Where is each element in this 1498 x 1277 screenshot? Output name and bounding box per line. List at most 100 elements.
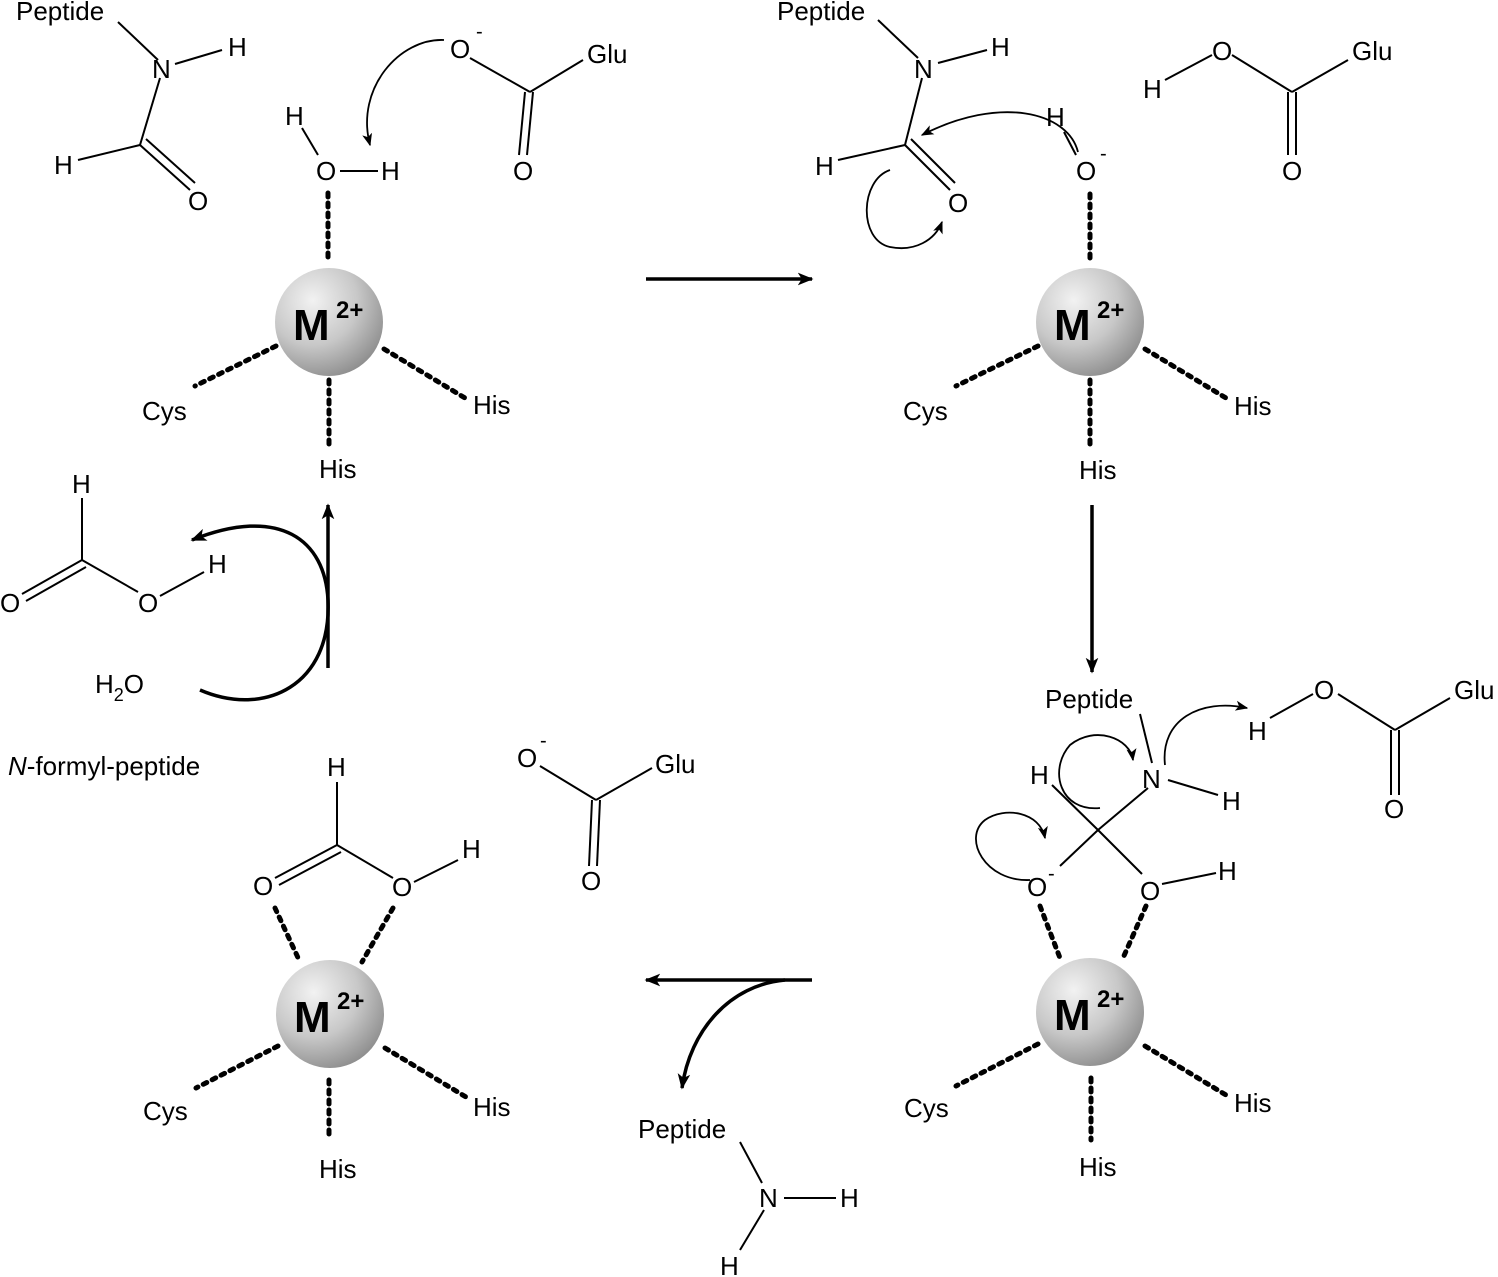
his-ligand: His [473,390,511,420]
glu-label: Glu [1352,36,1392,66]
metal-symbol: M [294,993,331,1042]
hydrogen-atom: H [228,32,247,62]
hydrogen-atom: H [1046,102,1065,132]
peptide-label: Peptide [638,1114,726,1144]
oxygen-atom: O [188,186,208,216]
metal-center: M 2+ Cys His His [142,190,511,484]
formyl-peptide-substrate: Peptide N H H O [777,0,1010,218]
negative-charge: - [476,21,483,43]
hydroxide-nucleophile: H O - [1046,102,1107,186]
glutamate-carboxylate: O - Glu O [450,21,627,186]
metal-center: M 2+ Cys His His [903,191,1272,485]
metal-charge: 2+ [336,297,363,324]
tetrahedral-intermediate: Peptide N H H O - O H [1027,684,1241,906]
water-label: H2O [95,669,144,705]
oxygen-atom: O [392,872,412,902]
oxygen-atom: O [253,871,273,901]
negative-charge: - [1100,143,1107,165]
curved-exchange-arrow [190,524,330,702]
peptide-label: Peptide [777,0,865,26]
hydrogen-atom: H [815,151,834,181]
hydrogen-atom: H [1143,74,1162,104]
metal-symbol: M [293,301,330,350]
his-ligand: His [319,454,357,484]
cys-ligand: Cys [903,396,948,426]
oxygen-atom: O [1212,36,1232,66]
negative-charge: - [540,730,547,752]
n-formyl-peptide-label: N-formyl-peptide [8,751,200,781]
oxygen-atom: O [1314,675,1334,705]
hydrogen-atom: H [1030,760,1049,790]
oxygen-atom: O [1384,794,1404,824]
metal-symbol: M [1054,991,1091,1040]
hydrogen-atom: H [840,1183,859,1213]
oxygen-atom: O [517,743,537,773]
oxygen-atom: O [1140,876,1160,906]
his-ligand: His [319,1154,357,1184]
oxygen-atom: O [948,188,968,218]
bound-formate: H O O H [253,752,481,902]
metal-charge: 2+ [337,988,364,1015]
metal-center: M 2+ Cys His His [904,903,1272,1182]
hydrogen-atom: H [54,150,73,180]
hydrogen-atom: H [720,1251,739,1277]
glutamic-acid: H O Glu O [1143,36,1392,186]
curly-arrow [362,39,445,147]
his-ligand: His [1234,1088,1272,1118]
bound-water: H O H [285,101,400,186]
negative-charge: - [1048,863,1055,885]
metal-ion [276,960,384,1068]
his-ligand: His [473,1092,511,1122]
curly-arrow [920,111,1079,153]
his-ligand: His [1079,455,1117,485]
hydrogen-atom: H [285,101,304,131]
his-ligand: His [1234,391,1272,421]
oxygen-atom: O [0,588,20,618]
panel-2-nucleophilic-attack: Peptide N H H O H O - H O Glu O [777,0,1392,485]
formic-acid: H O O H [0,469,227,618]
released-peptide-amine: Peptide N H H [638,1114,859,1277]
formyl-peptide-substrate: Peptide N H H O [16,0,247,216]
curly-arrow [865,169,943,249]
metal-charge: 2+ [1097,297,1124,324]
panel-3-tetrahedral-intermediate: Peptide N H H O - O H H O Glu O [904,675,1494,1182]
peptide-label: Peptide [16,0,104,26]
hydrogen-atom: H [327,752,346,782]
metal-ion [1036,958,1144,1066]
metal-center: M 2+ Cys His His [143,905,511,1184]
hydrogen-atom: H [1218,856,1237,886]
oxygen-atom: O [138,588,158,618]
hydrogen-atom: H [1222,786,1241,816]
his-ligand: His [1079,1152,1117,1182]
panel-4-formate-complex: H O O H O - Glu O M 2+ Cys His His [143,730,695,1184]
oxygen-atom: O [316,156,336,186]
nitrogen-atom: N [914,54,933,84]
oxygen-atom: O [1282,156,1302,186]
release-arrow [677,978,786,1090]
cys-ligand: Cys [142,396,187,426]
nitrogen-atom: N [759,1183,778,1213]
regeneration-step: H O O H H2O N-formyl-peptide [0,469,335,781]
metal-ion [275,268,383,376]
curly-arrow [1163,700,1249,766]
hydrogen-atom: H [208,549,227,579]
cys-ligand: Cys [143,1096,188,1126]
nitrogen-atom: N [152,54,171,84]
curly-arrow [1058,734,1137,809]
hydrogen-atom: H [72,469,91,499]
metal-charge: 2+ [1097,986,1124,1013]
metal-symbol: M [1054,301,1091,350]
glu-label: Glu [655,749,695,779]
oxygen-atom: O [450,34,470,64]
cys-ligand: Cys [904,1093,949,1123]
glutamic-acid: H O Glu O [1248,675,1494,824]
curly-arrow [975,811,1048,881]
oxygen-atom: O [1076,156,1096,186]
panel-1-substrate-binding: Peptide N H H O H O H O - Glu O [16,0,627,484]
glu-label: Glu [1454,675,1494,705]
oxygen-atom: O [581,866,601,896]
oxygen-atom: O [513,156,533,186]
hydrogen-atom: H [991,32,1010,62]
nitrogen-atom: N [1142,764,1161,794]
